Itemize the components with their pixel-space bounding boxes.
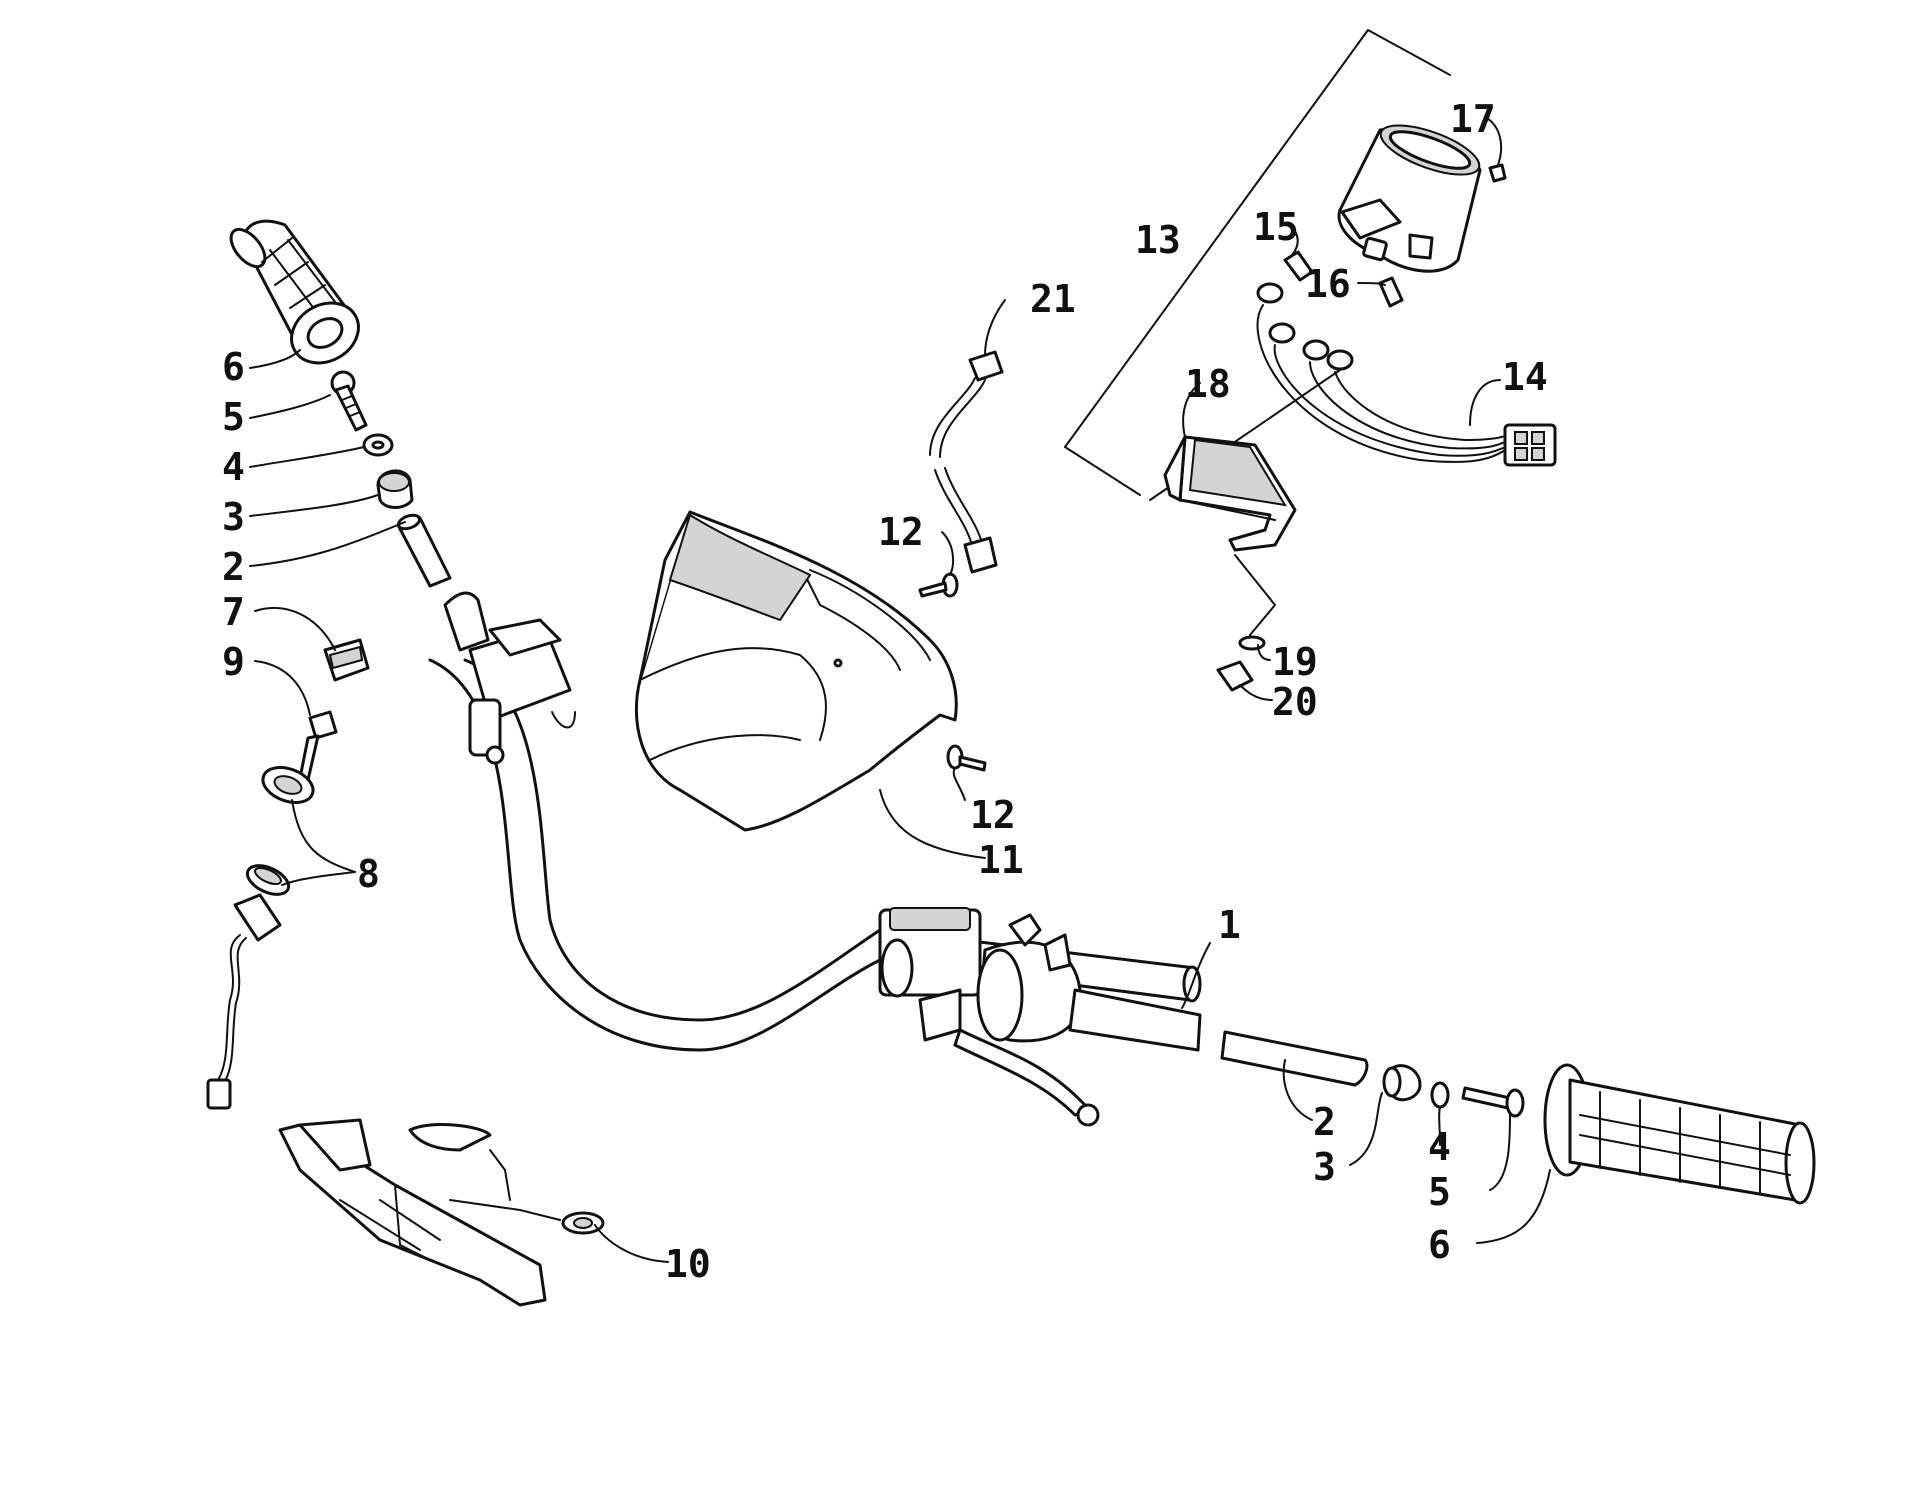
callout-6-right: 6	[1428, 1223, 1451, 1267]
callout-8: 8	[357, 852, 380, 896]
left-bolt-5	[330, 370, 368, 432]
right-bolt-5	[1461, 1086, 1525, 1118]
callout-2-right: 2	[1313, 1100, 1336, 1144]
callout-13: 13	[1135, 218, 1181, 262]
callout-1: 1	[1218, 903, 1241, 947]
nut-20	[1216, 660, 1254, 692]
callout-12-bottom: 12	[970, 793, 1016, 837]
bulb-16	[1378, 276, 1404, 308]
key-cap-7	[323, 638, 370, 682]
callout-19: 19	[1272, 640, 1318, 684]
left-switch-housing	[443, 591, 576, 765]
callout-7: 7	[222, 590, 245, 634]
key-9	[298, 710, 338, 782]
left-grip	[229, 219, 360, 365]
washer-19	[1238, 635, 1266, 651]
callout-3-left: 3	[222, 495, 245, 539]
callout-labels: 6 5 4 3 2 7 9 8 10 21 12 12 11 13 15 16 …	[222, 97, 1548, 1286]
left-end-cap-3	[376, 469, 414, 509]
callout-12-top: 12	[878, 510, 924, 554]
speedometer-assembly-bracket-13	[1064, 29, 1451, 496]
callout-20: 20	[1272, 680, 1318, 724]
callout-5-right: 5	[1428, 1170, 1451, 1214]
callout-5-left: 5	[222, 395, 245, 439]
callout-18: 18	[1185, 362, 1231, 406]
wire-harness-14	[1149, 282, 1557, 501]
callout-4-left: 4	[222, 445, 245, 489]
bezel-ring-8	[261, 766, 315, 804]
callout-11: 11	[978, 838, 1024, 882]
callout-15: 15	[1253, 205, 1299, 249]
bracket-10	[278, 1118, 605, 1307]
speedometer-cable-21	[929, 350, 1004, 574]
left-weight-2	[396, 513, 452, 588]
callout-14: 14	[1502, 355, 1548, 399]
callout-10: 10	[665, 1242, 711, 1286]
handlebar-right-end	[1068, 988, 1202, 1052]
right-end-cap-3	[1382, 1064, 1422, 1102]
callout-17: 17	[1450, 97, 1496, 141]
callout-21: 21	[1030, 277, 1076, 321]
callout-6-left: 6	[222, 345, 245, 389]
right-weight-2	[1220, 1030, 1369, 1087]
screw-12-top	[918, 572, 959, 598]
cover-11	[634, 510, 958, 832]
bulb-15	[1283, 250, 1314, 282]
leader-lines	[249, 116, 1551, 1263]
callout-16: 16	[1305, 262, 1351, 306]
speedometer-head	[1337, 124, 1507, 273]
left-washer-4	[362, 433, 394, 457]
callout-9: 9	[222, 640, 245, 684]
callout-4-right: 4	[1428, 1125, 1451, 1169]
right-grip	[1543, 1063, 1816, 1205]
ignition-switch	[206, 864, 291, 1110]
leader-bracket-19-20	[1234, 554, 1276, 636]
screw-12-bottom	[946, 744, 987, 772]
callout-3-right: 3	[1313, 1145, 1336, 1189]
callout-2-left: 2	[222, 545, 245, 589]
right-master-cylinder	[878, 907, 1100, 1127]
bracket-18	[1163, 435, 1297, 552]
right-washer-4	[1430, 1081, 1450, 1109]
